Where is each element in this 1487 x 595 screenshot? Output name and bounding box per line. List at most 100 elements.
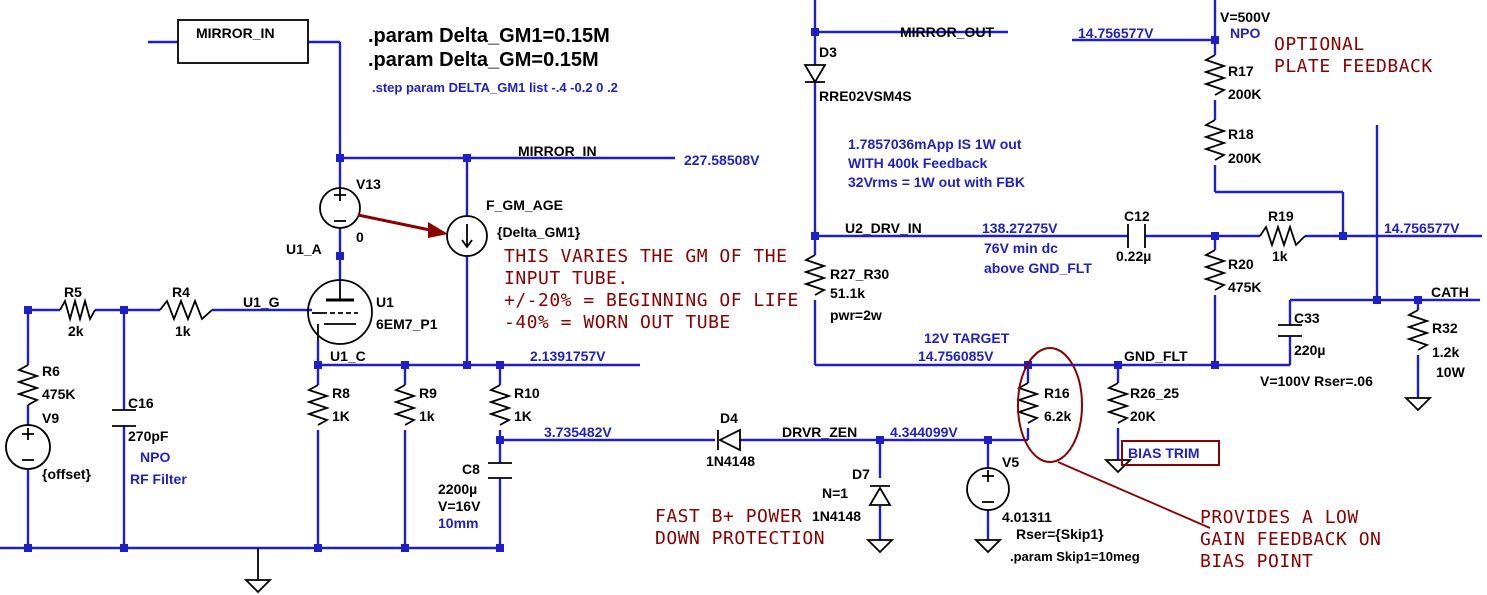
R16-resistor (1016, 382, 1040, 424)
component-note: 10mm (438, 515, 478, 531)
net-label: MIRROR_IN (196, 25, 275, 41)
component-value: 1K (514, 408, 532, 424)
component-name: C8 (462, 461, 480, 477)
protection-note: DOWN PROTECTION (655, 528, 825, 549)
component-name: U1 (376, 294, 394, 310)
R18-resistor (1203, 119, 1227, 161)
V13-source (319, 187, 361, 229)
bias-highlight (1017, 347, 1211, 529)
feedback-info: 32Vrms = 1W out with FBK (848, 174, 1025, 190)
component-name: R26_25 (1130, 385, 1179, 401)
component-value: 1k (175, 323, 191, 339)
plate-feedback-note: PLATE FEEDBACK (1274, 56, 1433, 77)
component-value: 1.2k (1432, 344, 1459, 360)
gm-note: THIS VARIES THE GM OF THE (504, 246, 787, 267)
bias-feedback-note: GAIN FEEDBACK ON (1200, 529, 1381, 550)
component-name: F_GM_AGE (486, 197, 563, 213)
component-value: 1N4148 (812, 508, 861, 524)
feedback-info: 1.7857036mApp IS 1W out (848, 136, 1022, 152)
component-name: R20 (1228, 256, 1254, 272)
gm-note: +/-20% = BEGINNING OF LIFE (504, 290, 799, 311)
D4-diode (717, 428, 741, 452)
component-name: R17 (1228, 63, 1254, 79)
component-value: 6.2k (1044, 408, 1071, 424)
protection-note: FAST B+ POWER (655, 506, 802, 527)
R9-resistor (393, 384, 417, 426)
component-name: R8 (332, 385, 350, 401)
R8-resistor (306, 384, 330, 426)
target-note: 12V TARGET (924, 330, 1010, 346)
C12-capacitor (1127, 224, 1146, 248)
component-note: 10W (1436, 364, 1466, 380)
F_GM_AGE-source (446, 215, 488, 257)
component-value: RRE02VSM4S (819, 88, 912, 104)
component-value: 0.22µ (1116, 248, 1151, 264)
net-label: U1_A (286, 241, 322, 257)
component-name: R10 (514, 385, 540, 401)
bias-feedback-note: BIAS POINT (1200, 551, 1313, 572)
bias-trim-label: BIAS TRIM (1128, 445, 1200, 461)
component-value: 51.1k (830, 285, 865, 301)
component-value: Rser={Skip1} (1016, 526, 1104, 542)
voltage-readout: 2.1391757V (530, 348, 606, 364)
component-note: N=1 (822, 485, 848, 501)
component-note: RF Filter (130, 471, 187, 487)
component-name: R27_R30 (830, 266, 889, 282)
component-note: V=100V Rser=.06 (1260, 373, 1373, 389)
component-name: R18 (1228, 126, 1254, 142)
component-name: R4 (172, 284, 190, 300)
resistors (16, 54, 1430, 426)
component-name: C12 (1124, 208, 1150, 224)
step-directive: .step param DELTA_GM1 list -.4 -0.2 0 .2 (372, 80, 618, 95)
voltage-readout: 3.735482V (544, 424, 612, 440)
junctions (24, 28, 1422, 552)
component-value: 270pF (128, 428, 169, 444)
R4-resistor (159, 298, 213, 322)
component-value: {Delta_GM1} (497, 224, 581, 240)
net-label: DRVR_ZEN (782, 424, 857, 440)
component-value: 1k (1272, 248, 1288, 264)
bias-trim-box (1121, 440, 1220, 466)
R32-resistor (1406, 309, 1430, 351)
C8-capacitor (488, 462, 512, 479)
voltage-readout: 227.58508V (684, 152, 760, 168)
net-label: U1_G (243, 294, 280, 310)
component-name: C16 (128, 395, 154, 411)
component-value: 475K (42, 386, 75, 402)
plate-feedback-note: OPTIONAL (1274, 34, 1365, 55)
component-name: R32 (1432, 320, 1458, 336)
component-value: 1K (332, 408, 350, 424)
U1-tube (307, 279, 373, 345)
D7-diode (868, 485, 892, 506)
feedback-info: WITH 400k Feedback (848, 155, 987, 171)
component-name: R9 (419, 385, 437, 401)
R26-resistor (1106, 382, 1130, 424)
component-name: C33 (1294, 310, 1320, 326)
net-label: CATH (1431, 284, 1469, 300)
component-name: V5 (1002, 454, 1019, 470)
net-label: MIRROR_OUT (900, 24, 995, 40)
voltage-readout: 138.27275V (982, 220, 1058, 236)
component-value: 6EM7_P1 (376, 316, 438, 332)
voltage-readout: 4.01311 (1002, 509, 1052, 525)
C16-capacitor (112, 409, 136, 427)
R5-resistor (59, 297, 96, 323)
capacitors (112, 224, 1302, 479)
component-name: R16 (1044, 385, 1070, 401)
component-value: 200K (1228, 86, 1261, 102)
R17-resistor (1203, 54, 1227, 96)
component-name: D4 (720, 410, 738, 426)
R27-resistor (803, 254, 827, 296)
D3-diode (803, 64, 827, 84)
component-value: 1k (419, 408, 435, 424)
component-value: 2200µ (438, 481, 477, 497)
net-label: U1_C (330, 348, 366, 364)
param-directive-1: .param Delta_GM1=0.15M (368, 25, 610, 47)
component-name: D3 (819, 44, 837, 60)
component-value: 475K (1228, 279, 1261, 295)
component-name: R6 (42, 363, 60, 379)
R6-resistor (16, 364, 40, 406)
component-value: 2k (68, 323, 84, 339)
npo-note: NPO (1230, 25, 1260, 41)
